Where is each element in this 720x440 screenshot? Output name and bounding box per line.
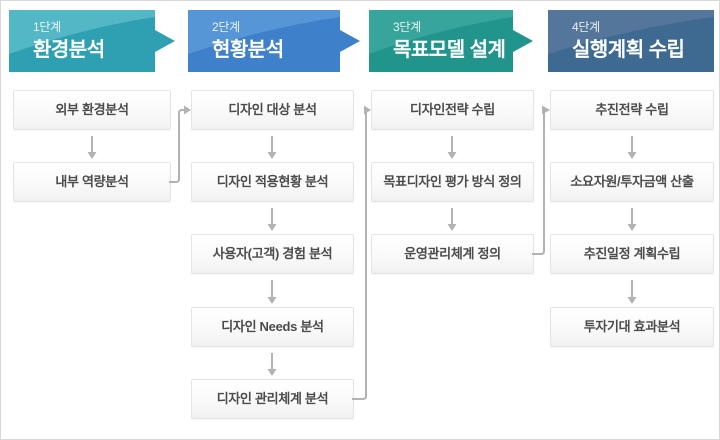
banner-arrow-right-icon: [340, 30, 360, 52]
flow-box-internal-capability-analysis: 내부 역량분석: [13, 162, 171, 202]
flow-box-investment-effect-analysis: 투자기대 효과분석: [550, 307, 714, 347]
stage2-step-label: 2단계: [212, 20, 240, 34]
flow-box-design-application-analysis: 디자인 적용현황 분석: [191, 162, 354, 202]
stage3-banner: 3단계 목표모델 설계: [369, 10, 533, 72]
down-arrow-head-icon: [447, 152, 457, 159]
flow-box-design-management-analysis: 디자인 관리체계 분석: [191, 379, 354, 419]
stage3-title: 목표모델 설계: [393, 39, 506, 61]
right-arrow-head-icon: [184, 105, 191, 115]
banner-arrow-right-icon: [513, 30, 533, 52]
flow-box-design-strategy: 디자인전략 수립: [371, 90, 534, 130]
flow-box-operation-management-definition: 운영관리체계 정의: [371, 234, 534, 274]
stage2-title: 현황분석: [212, 39, 284, 61]
connector-stage2-to-stage3: [352, 109, 370, 400]
stage4-banner: 4단계 실행계획 수립: [548, 10, 714, 72]
stage1-banner: 1단계 환경분석: [9, 10, 175, 72]
right-arrow-head-icon: [542, 105, 550, 115]
flow-box-schedule-planning: 추진일정 계획수립: [550, 234, 714, 274]
stage2-banner: 2단계 현황분석: [188, 10, 360, 72]
down-arrow-head-icon: [267, 369, 277, 376]
banner-swoosh: [9, 10, 155, 54]
down-arrow-head-icon: [627, 224, 637, 231]
stage1-title: 환경분석: [33, 39, 105, 61]
connector-stage1-to-stage2: [169, 109, 184, 183]
connector-stage3-to-stage4: [532, 109, 548, 255]
banner-arrow-right-icon: [155, 30, 175, 52]
down-arrow-head-icon: [447, 224, 457, 231]
flow-box-user-experience-analysis: 사용자(고객) 경험 분석: [191, 234, 354, 274]
stage1-step-label: 1단계: [33, 20, 61, 34]
flow-box-external-env-analysis: 외부 환경분석: [13, 90, 171, 130]
down-arrow-head-icon: [87, 152, 97, 159]
down-arrow-head-icon: [627, 297, 637, 304]
flow-box-resources-investment: 소요자원/투자금액 산출: [550, 162, 714, 202]
down-arrow-head-icon: [627, 152, 637, 159]
stage4-step-label: 4단계: [572, 20, 600, 34]
right-arrow-head-icon: [364, 105, 371, 115]
down-arrow-head-icon: [267, 152, 277, 159]
banner-swoosh: [188, 10, 340, 54]
down-arrow-head-icon: [267, 297, 277, 304]
flow-box-design-target-analysis: 디자인 대상 분석: [191, 90, 354, 130]
banner-swoosh: [369, 10, 513, 54]
banner-swoosh: [548, 10, 714, 54]
flow-box-design-needs-analysis: 디자인 Needs 분석: [191, 307, 354, 347]
down-arrow-head-icon: [267, 224, 277, 231]
stage4-title: 실행계획 수립: [572, 39, 685, 61]
flow-box-execution-strategy: 추진전략 수립: [550, 90, 714, 130]
stage3-step-label: 3단계: [393, 20, 421, 34]
flow-box-target-design-evaluation: 목표디자인 평가 방식 정의: [371, 162, 534, 202]
